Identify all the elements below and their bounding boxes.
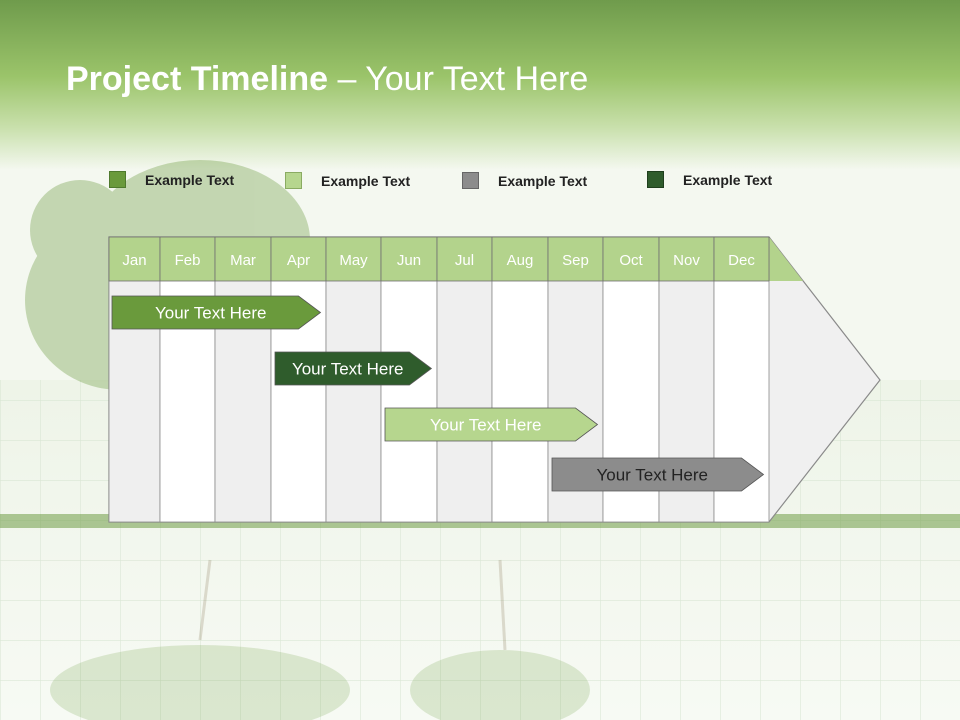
month-header-cell bbox=[325, 236, 382, 282]
legend-swatch bbox=[109, 171, 126, 188]
legend-swatch bbox=[647, 171, 664, 188]
legend-item: Example Text bbox=[647, 171, 772, 188]
month-column bbox=[491, 236, 549, 523]
month-label: Aug bbox=[507, 252, 534, 269]
month-column bbox=[159, 236, 216, 523]
legend-label: Example Text bbox=[498, 172, 588, 189]
month-header-cell bbox=[270, 236, 327, 282]
title-rest: – Your Text Here bbox=[328, 60, 589, 98]
month-label: Jan bbox=[122, 252, 146, 269]
month-label: Apr bbox=[287, 252, 310, 269]
page-title: Project Timeline – Your Text Here bbox=[66, 60, 588, 99]
month-header-cell bbox=[491, 236, 549, 282]
month-label: Sep bbox=[562, 252, 589, 269]
legend-item: Example Text bbox=[109, 171, 234, 188]
legend-label: Example Text bbox=[683, 171, 773, 188]
task-label: Your Text Here bbox=[596, 466, 708, 485]
month-header-cell bbox=[159, 236, 216, 282]
header-arrow-tip bbox=[769, 237, 803, 281]
task-arrow bbox=[111, 295, 322, 330]
month-label: Jun bbox=[397, 252, 421, 269]
task-label: Your Text Here bbox=[155, 304, 267, 323]
month-column bbox=[214, 236, 272, 523]
title-main: Project Timeline bbox=[66, 60, 329, 98]
task-label: Your Text Here bbox=[292, 360, 404, 379]
month-label: Dec bbox=[728, 252, 755, 269]
task-label: Your Text Here bbox=[430, 416, 542, 435]
month-header-cell bbox=[380, 236, 438, 282]
month-label: Nov bbox=[673, 252, 700, 269]
month-label: Oct bbox=[619, 252, 643, 269]
month-label: May bbox=[339, 252, 368, 269]
month-header-cell bbox=[214, 236, 272, 282]
month-header-cell bbox=[547, 236, 604, 282]
legend-label: Example Text bbox=[321, 172, 411, 189]
month-label: Mar bbox=[230, 252, 256, 269]
month-header-cell bbox=[436, 236, 493, 282]
legend-item: Example Text bbox=[462, 172, 587, 189]
legend-swatch bbox=[285, 172, 302, 189]
month-header-cell bbox=[108, 236, 161, 282]
month-header-cell bbox=[713, 236, 770, 282]
task-arrow bbox=[551, 457, 765, 492]
legend-swatch bbox=[462, 172, 479, 189]
legend-item: Example Text bbox=[285, 172, 410, 189]
task-arrow bbox=[384, 407, 599, 442]
month-column bbox=[436, 236, 493, 523]
month-label: Jul bbox=[455, 252, 474, 269]
legend-label: Example Text bbox=[145, 171, 235, 188]
task-arrow bbox=[274, 351, 433, 386]
month-label: Feb bbox=[175, 252, 201, 269]
